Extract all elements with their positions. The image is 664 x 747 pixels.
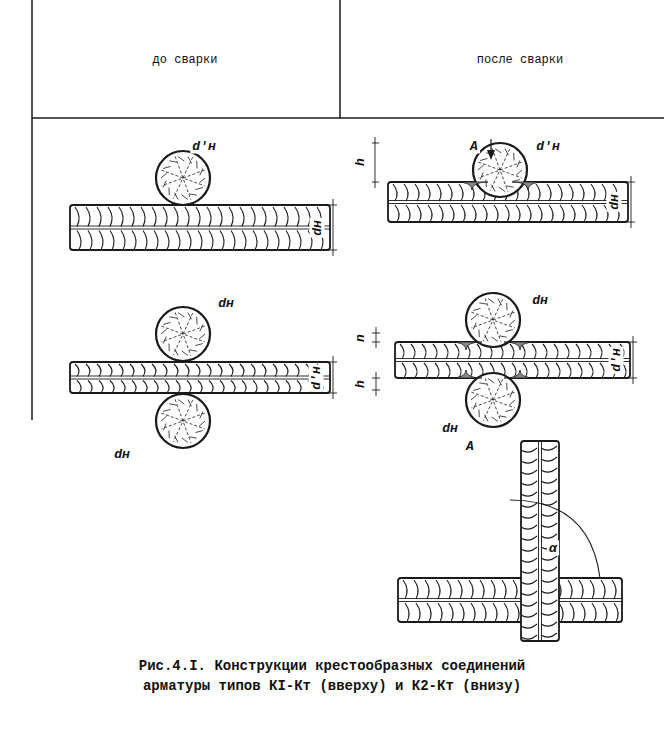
dimension-label: dн: [607, 192, 622, 212]
dimension-tick: [626, 342, 637, 343]
dimension-line: [376, 327, 377, 348]
weld-fillet: [504, 342, 536, 350]
dimension-tick: [624, 182, 635, 183]
rebar-bar: [398, 578, 622, 622]
weld-fillet: [450, 370, 482, 378]
rebar-bar: [70, 205, 330, 250]
table-header: до сварки: [151, 53, 220, 67]
weld-fillet: [456, 182, 488, 190]
dimension-line: [333, 199, 334, 256]
dimension-tick: [624, 222, 635, 223]
dimension-label: dн: [310, 218, 325, 238]
table-rule: [32, 117, 664, 119]
rebar-section: [156, 307, 210, 361]
dimension-tick: [326, 393, 337, 394]
table-rule: [31, 0, 33, 420]
dimension-label: A: [468, 139, 480, 154]
figure-caption: Рис.4.I. Конструкции крестообразных соед…: [125, 656, 539, 697]
arrow-head: [487, 150, 495, 160]
rebar-bar: [395, 342, 630, 378]
table-rule: [339, 0, 341, 118]
rebar-section: [466, 293, 520, 347]
dimension-tick: [626, 378, 637, 379]
dimension-tick: [326, 250, 337, 251]
dimension-label: dн: [440, 421, 460, 436]
dimension-label: d'н: [309, 364, 324, 391]
table-header: после сварки: [475, 53, 565, 67]
dimension-tick: [326, 362, 337, 363]
rebar-bar: [521, 441, 559, 641]
dimension-label: dн: [216, 296, 236, 311]
dimension-line: [631, 176, 632, 228]
dimension-line: [333, 356, 334, 399]
dimension-label: dн: [530, 293, 550, 308]
dimension-label: dн: [112, 447, 132, 462]
rebar-bar: [70, 362, 330, 393]
angle-arc: [510, 500, 600, 578]
rebar-section: [466, 373, 520, 427]
dimension-label: h: [353, 378, 368, 390]
dimension-label: α: [547, 541, 559, 556]
dimension-label: A: [464, 439, 476, 454]
dimension-line: [633, 336, 634, 384]
dimension-label: d'н: [609, 346, 624, 373]
rebar-section: [473, 143, 527, 197]
dimension-label: h: [353, 156, 368, 168]
dimension-label: d'н: [190, 139, 217, 154]
rebar-section: [156, 394, 210, 448]
weld-fillet: [512, 182, 544, 190]
dimension-line: [376, 372, 377, 396]
dimension-tick: [372, 143, 379, 144]
dimension-label: d'н: [534, 139, 561, 154]
weld-fillet: [450, 342, 482, 350]
dimension-label: n: [353, 332, 368, 344]
dimension-line: [375, 137, 376, 188]
dimension-tick: [372, 182, 379, 183]
weld-fillet: [504, 370, 536, 378]
rebar-section: [156, 151, 210, 205]
dimension-tick: [326, 205, 337, 206]
